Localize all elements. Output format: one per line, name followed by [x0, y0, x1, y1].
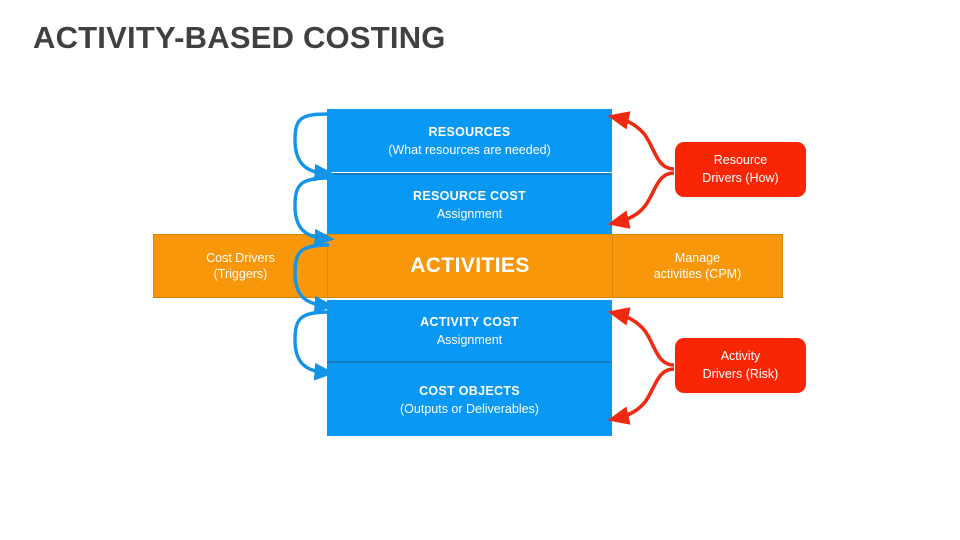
activities-label: ACTIVITIES — [410, 254, 530, 278]
cost-drivers-cell[interactable]: Cost Drivers (Triggers) — [154, 235, 327, 297]
activity-drivers-box[interactable]: Activity Drivers (Risk) — [675, 338, 806, 393]
process-box-title: RESOURCES — [428, 124, 511, 139]
manage-activities-line2: activities (CPM) — [653, 267, 742, 281]
flow-arrow-resources-to-resourcecost — [293, 112, 335, 182]
process-box-subtitle: Assignment — [436, 207, 503, 221]
resource-drivers-line2: Drivers (How) — [702, 170, 779, 185]
process-box-activity-cost[interactable]: ACTIVITY COST Assignment — [327, 300, 612, 363]
flow-arrow-activitycost-to-costobjects — [293, 310, 335, 381]
driver-arrow-activity-upper — [607, 307, 675, 367]
process-stack: RESOURCES (What resources are needed) RE… — [327, 109, 612, 436]
manage-activities-cell[interactable]: Manage activities (CPM) — [613, 235, 782, 297]
process-box-resources[interactable]: RESOURCES (What resources are needed) — [327, 109, 612, 172]
driver-arrow-resource-upper — [607, 111, 675, 171]
resource-drivers-box[interactable]: Resource Drivers (How) — [675, 142, 806, 197]
flow-arrow-activities-to-activitycost — [293, 243, 335, 314]
manage-activities-line1: Manage — [674, 250, 721, 265]
resource-drivers-line1: Resource — [713, 153, 768, 168]
process-box-subtitle: (Outputs or Deliverables) — [400, 401, 539, 416]
process-box-title: COST OBJECTS — [419, 383, 520, 398]
cost-drivers-line1: Cost Drivers — [206, 250, 275, 265]
process-box-title: ACTIVITY COST — [420, 314, 519, 329]
driver-arrows-group — [607, 111, 675, 425]
activity-drivers-line1: Activity — [720, 349, 761, 364]
activities-band: Cost Drivers (Triggers) ACTIVITIES Manag… — [153, 234, 783, 298]
process-box-resource-cost[interactable]: RESOURCE COST Assignment — [327, 173, 612, 235]
driver-arrow-activity-lower — [607, 367, 675, 425]
process-box-subtitle: (What resources are needed) — [388, 142, 551, 157]
flow-arrows-group — [293, 112, 335, 381]
activities-cell[interactable]: ACTIVITIES — [327, 235, 613, 297]
process-box-cost-objects[interactable]: COST OBJECTS (Outputs or Deliverables) — [327, 363, 612, 436]
flow-arrow-resourcecost-to-activities — [293, 176, 335, 247]
driver-arrow-resource-lower — [607, 171, 675, 229]
activity-drivers-line2: Drivers (Risk) — [702, 366, 779, 381]
page-title: ACTIVITY-BASED COSTING — [33, 20, 446, 55]
process-box-title: RESOURCE COST — [413, 189, 526, 203]
cost-drivers-line2: (Triggers) — [213, 267, 268, 281]
process-box-subtitle: Assignment — [436, 332, 503, 347]
